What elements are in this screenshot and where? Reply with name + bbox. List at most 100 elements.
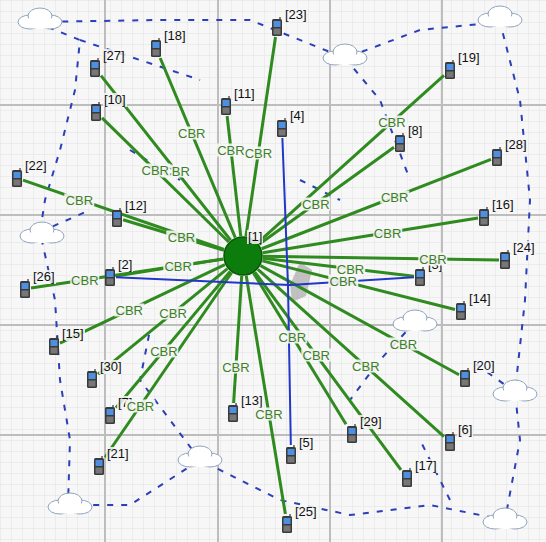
phone-icon — [93, 456, 105, 476]
mobile-node: [14] — [455, 301, 467, 321]
node-id: [2] — [117, 258, 133, 272]
link-label: CBR — [329, 275, 358, 288]
mobile-node: [21] — [93, 456, 105, 476]
phone-icon — [276, 118, 288, 138]
phone-icon — [478, 207, 490, 227]
phone-icon — [104, 405, 116, 425]
phone-icon — [227, 403, 239, 423]
node-id: [8] — [407, 124, 423, 138]
mobile-node: [17] — [401, 468, 413, 488]
cbr-link — [116, 271, 230, 407]
link-label: CBR — [177, 127, 206, 140]
phone-icon — [444, 60, 456, 80]
cbr-link — [263, 218, 478, 253]
link-label: CBR — [336, 262, 365, 275]
phone-icon — [394, 133, 406, 153]
node-id: [30] — [99, 360, 123, 374]
phone-icon — [111, 208, 123, 228]
mobile-node: [15] — [48, 336, 60, 356]
mobile-node: [8] — [394, 133, 406, 153]
cbr-link — [60, 265, 225, 344]
link-label: CBR — [302, 349, 331, 362]
node-id: [10] — [103, 93, 127, 107]
cbr-link — [258, 269, 444, 436]
link-label: CBR — [373, 226, 402, 239]
mobile-node: [3] — [414, 267, 426, 287]
link-label: CBR — [380, 190, 409, 203]
cbr-link — [234, 276, 242, 403]
cbr-link — [255, 272, 401, 470]
phone-icon — [220, 96, 232, 116]
link-label: CBR — [389, 338, 418, 351]
phone-icon — [285, 445, 297, 465]
cbr-link — [263, 256, 499, 260]
link-label: CBR — [65, 193, 94, 206]
mobile-node: [16] — [478, 207, 490, 227]
link-label: CBR — [115, 304, 144, 317]
route-link — [116, 277, 414, 285]
cbr-link — [262, 159, 491, 248]
mobile-node: [28] — [491, 147, 503, 167]
node-id: [27] — [102, 49, 126, 63]
cbr-link — [105, 272, 232, 457]
hub-node: [1] — [223, 236, 263, 276]
node-id: [18] — [163, 29, 187, 43]
mobile-node: [13] — [227, 403, 239, 423]
mobile-node: [2] — [104, 267, 116, 287]
mobile-node: [20] — [459, 368, 471, 388]
cbr-link — [23, 180, 224, 249]
link-label: CBR — [244, 146, 273, 159]
route-link — [282, 138, 290, 445]
node-id: [12] — [124, 199, 148, 213]
mobile-node: [12] — [111, 208, 123, 228]
phone-icon — [281, 514, 293, 534]
mobile-node: [22] — [11, 168, 23, 188]
mobile-node: [24] — [499, 250, 511, 270]
link-label: CBR — [301, 197, 330, 210]
mobile-node: [7] — [104, 405, 116, 425]
node-id: [21] — [106, 447, 130, 461]
node-id: [23] — [284, 8, 308, 22]
mobile-node: [4] — [276, 118, 288, 138]
phone-icon — [271, 17, 283, 37]
phone-icon — [90, 102, 102, 122]
node-id: [28] — [504, 138, 528, 152]
mobile-node: [29] — [346, 424, 358, 444]
phone-icon — [455, 301, 467, 321]
phone-icon — [414, 267, 426, 287]
mobile-node: [25] — [281, 514, 293, 534]
node-id: [11] — [233, 87, 256, 101]
link-label: CBR — [149, 344, 178, 357]
node-id: [25] — [294, 505, 318, 519]
cbr-link — [98, 269, 227, 374]
link-label: CBR — [418, 252, 447, 265]
node-id: [14] — [468, 292, 492, 306]
phone-icon — [499, 250, 511, 270]
cbr-link — [227, 116, 241, 236]
link-label: CBR — [377, 116, 406, 129]
phone-icon — [444, 432, 456, 452]
node-id: [24] — [512, 241, 536, 255]
phone-icon — [346, 424, 358, 444]
link-label: CBR — [216, 143, 245, 156]
phone-icon — [19, 279, 31, 299]
link-label: CBR — [278, 330, 307, 343]
node-id: [5] — [298, 436, 314, 450]
phone-icon — [104, 267, 116, 287]
node-id: [26] — [32, 270, 56, 284]
node-id: [15] — [61, 327, 85, 341]
cbr-link — [31, 259, 223, 288]
cbr-link — [123, 220, 224, 250]
cbr-link — [101, 76, 231, 241]
link-label: CBR — [221, 361, 250, 374]
mobile-node: [18] — [150, 38, 162, 58]
mobile-node: [19] — [444, 60, 456, 80]
phone-icon — [89, 58, 101, 78]
phone-icon — [401, 468, 413, 488]
link-label: CBR — [158, 306, 187, 319]
phone-icon — [150, 38, 162, 58]
link-label: CBR — [163, 260, 192, 273]
mobile-node: [30] — [86, 369, 98, 389]
